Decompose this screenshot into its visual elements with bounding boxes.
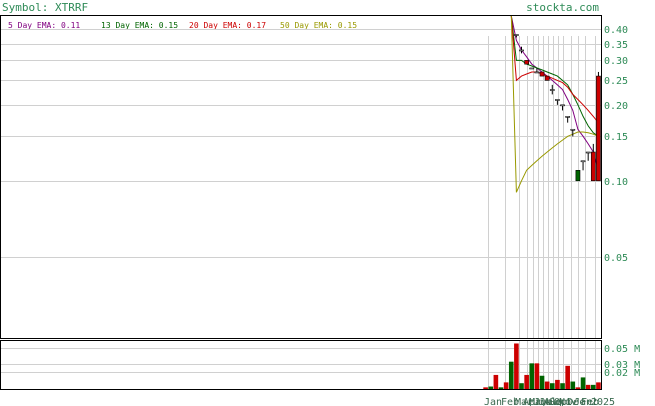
volume-bar [488,386,494,389]
month-label: Jan [484,397,502,406]
volume-bar [549,383,555,389]
month-label: Feb [501,397,519,406]
candle-body [529,67,535,70]
month-label: Mar [515,397,533,406]
candle-body [544,75,550,81]
candle-layer [514,34,601,182]
legend-ema50: 50 Day EMA: 0.15 [280,21,357,30]
volume-tick-label: 0.03 M [604,360,640,371]
candle-body [596,75,601,182]
volume-bar [514,343,519,389]
legend-ema13: 13 Day EMA: 0.15 [101,21,178,30]
month-label: Feb [581,397,599,406]
candle-body [585,151,591,154]
candle-body [539,71,545,77]
volume-bar [524,374,529,389]
volume-bar [575,387,581,389]
candle-body [519,49,524,52]
volume-tick-label: 0.02 M [604,368,640,379]
candle-body [555,99,560,101]
volume-bar [544,381,550,389]
price-tick-label: 0.15 [604,132,628,143]
candle-body [575,170,581,182]
volume-bar [519,383,524,389]
volume-bar [560,383,565,389]
legend-ema20: 20 Day EMA: 0.17 [189,21,266,30]
price-tick-label: 0.35 [604,40,628,51]
volume-bar [503,382,509,389]
ema-line-ema20 [510,15,599,123]
month-label: Sep [549,397,567,406]
volume-bar [570,381,576,389]
ema-line-ema50 [510,15,599,193]
price-panel-frame [0,15,602,339]
ema-line-ema5 [510,15,599,171]
site-name: stockta.com [526,1,599,14]
volume-bar [534,363,540,389]
price-tick-label: 0.40 [604,25,628,36]
volume-bar [498,387,504,389]
volume-bar [529,363,535,389]
candle-body [524,60,529,65]
volume-bar [539,375,545,389]
month-label: Apr [523,397,541,406]
volume-bar [585,384,591,389]
candle-body [560,104,565,107]
volume-tick-label: 0.05 M [604,344,640,355]
month-label: Oct [554,397,572,406]
month-label: Jun [534,397,552,406]
candle-body [514,34,519,36]
volume-bar [596,382,601,389]
month-label: Dec [567,397,585,406]
month-label: Jul [539,397,557,406]
symbol-label: Symbol: XTRRF [2,1,88,14]
volume-bar [591,384,596,389]
candle-body [570,128,576,131]
month-label: Aug [544,397,562,406]
month-label: 2025 [591,397,615,406]
candle-body [549,89,555,91]
candle-body [580,160,586,163]
month-label: May [529,397,547,406]
month-label: Jan [574,397,592,406]
volume-bar [508,361,514,389]
price-tick-label: 0.10 [604,177,628,188]
volume-bar [580,377,586,389]
candle-body [590,151,596,182]
axis-layer: 0.40 0.35 0.30 0.25 0.20 0.15 0.10 0.05 0.05 M 0.… [484,25,640,406]
grid-layer [1,29,601,389]
volume-bar [493,374,499,389]
price-tick-label: 0.20 [604,101,628,112]
candle-body [534,71,540,74]
price-tick-label: 0.25 [604,76,628,87]
price-tick-label: 0.05 [604,253,628,264]
candle-body [565,116,571,118]
volume-bar [565,365,570,389]
legend-ema5: 5 Day EMA: 0.11 [8,21,80,30]
price-tick-label: 0.30 [604,56,628,67]
month-label: Nov [559,397,577,406]
volume-layer [483,343,601,389]
volume-bar [483,387,488,389]
volume-bar [555,379,560,389]
